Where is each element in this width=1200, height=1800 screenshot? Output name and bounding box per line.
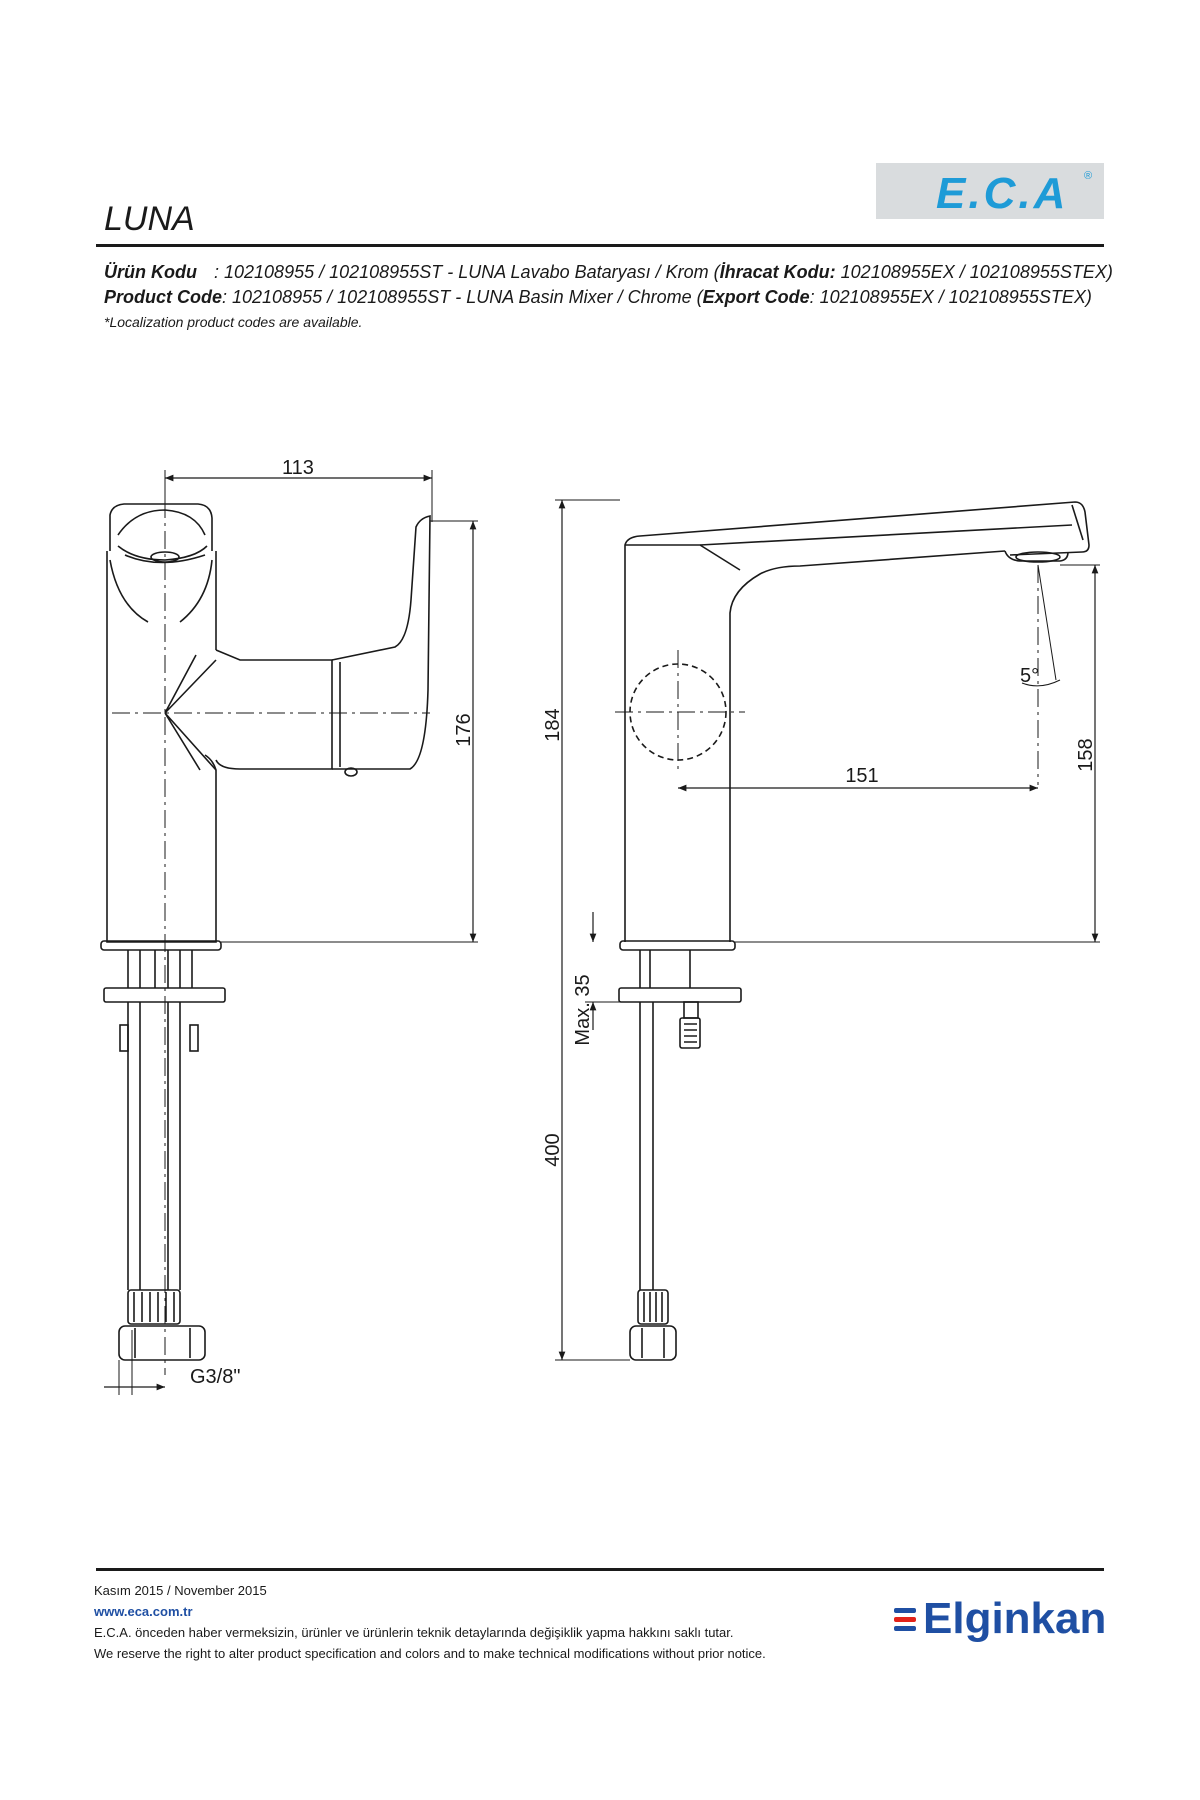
footer-disclaimer-tr: E.C.A. önceden haber vermeksizin, ürünle…	[94, 1625, 734, 1640]
code-text-tr: : 102108955 / 102108955ST - LUNA Lavabo …	[214, 262, 720, 282]
logo-text: E.C.A	[936, 169, 1068, 218]
export-text-tr: 102108955EX / 102108955STEX)	[835, 262, 1113, 282]
code-text-en: : 102108955 / 102108955ST - LUNA Basin M…	[222, 287, 703, 307]
footer-divider	[96, 1568, 1104, 1571]
footer-date: Kasım 2015 / November 2015	[94, 1583, 267, 1598]
elginkan-bars-icon	[894, 1607, 916, 1631]
elginkan-bar	[894, 1625, 916, 1631]
dim-height-176: 176	[453, 713, 475, 746]
eca-logo: E.C.A ®	[876, 163, 1104, 219]
handle-lever	[331, 515, 431, 770]
side-view	[100, 500, 431, 1375]
dim-thread: G3/8"	[190, 1366, 240, 1388]
dim-reach-151: 151	[845, 765, 878, 787]
registered-mark: ®	[1084, 170, 1092, 182]
dim-height-158: 158	[1075, 738, 1097, 771]
dim-width-113: 113	[282, 457, 314, 479]
code-label-tr: Ürün Kodu	[104, 262, 197, 282]
dim-max-35: Max. 35	[572, 974, 594, 1045]
handle-body	[215, 649, 333, 770]
side-cap	[109, 503, 213, 551]
localization-note: *Localization product codes are availabl…	[104, 314, 363, 330]
spout-outline	[624, 501, 1090, 942]
product-codes: Ürün Kodu : 102108955 / 102108955ST - LUN…	[104, 260, 1113, 335]
dim-angle-5: 5°	[1020, 665, 1039, 687]
footer-website-link[interactable]: www.eca.com.tr	[94, 1604, 193, 1619]
footer-disclaimer-en: We reserve the right to alter product sp…	[94, 1646, 766, 1661]
header-divider	[96, 244, 1104, 247]
elginkan-logo: Elginkan	[894, 1594, 1106, 1644]
code-row-tr: Ürün Kodu : 102108955 / 102108955ST - LUN…	[104, 260, 1113, 285]
dim-height-184: 184	[542, 708, 564, 741]
export-label-en: Export Code	[702, 287, 810, 307]
product-title: LUNA	[104, 200, 195, 238]
export-label-tr: İhracat Kodu:	[719, 262, 836, 282]
front-view	[615, 501, 1090, 1361]
elginkan-bar	[894, 1607, 916, 1613]
footer: Kasım 2015 / November 2015 www.eca.com.t…	[94, 1580, 766, 1664]
side-body-outline	[106, 551, 217, 943]
elginkan-bar	[894, 1616, 916, 1622]
code-row-en: Product Code: 102108955 / 102108955ST - …	[104, 285, 1113, 310]
elginkan-wordmark: Elginkan	[923, 1594, 1107, 1643]
dim-hose-400: 400	[542, 1133, 564, 1166]
export-text-en: : 102108955EX / 102108955STEX)	[809, 287, 1092, 307]
code-label-en: Product Code	[104, 287, 223, 307]
